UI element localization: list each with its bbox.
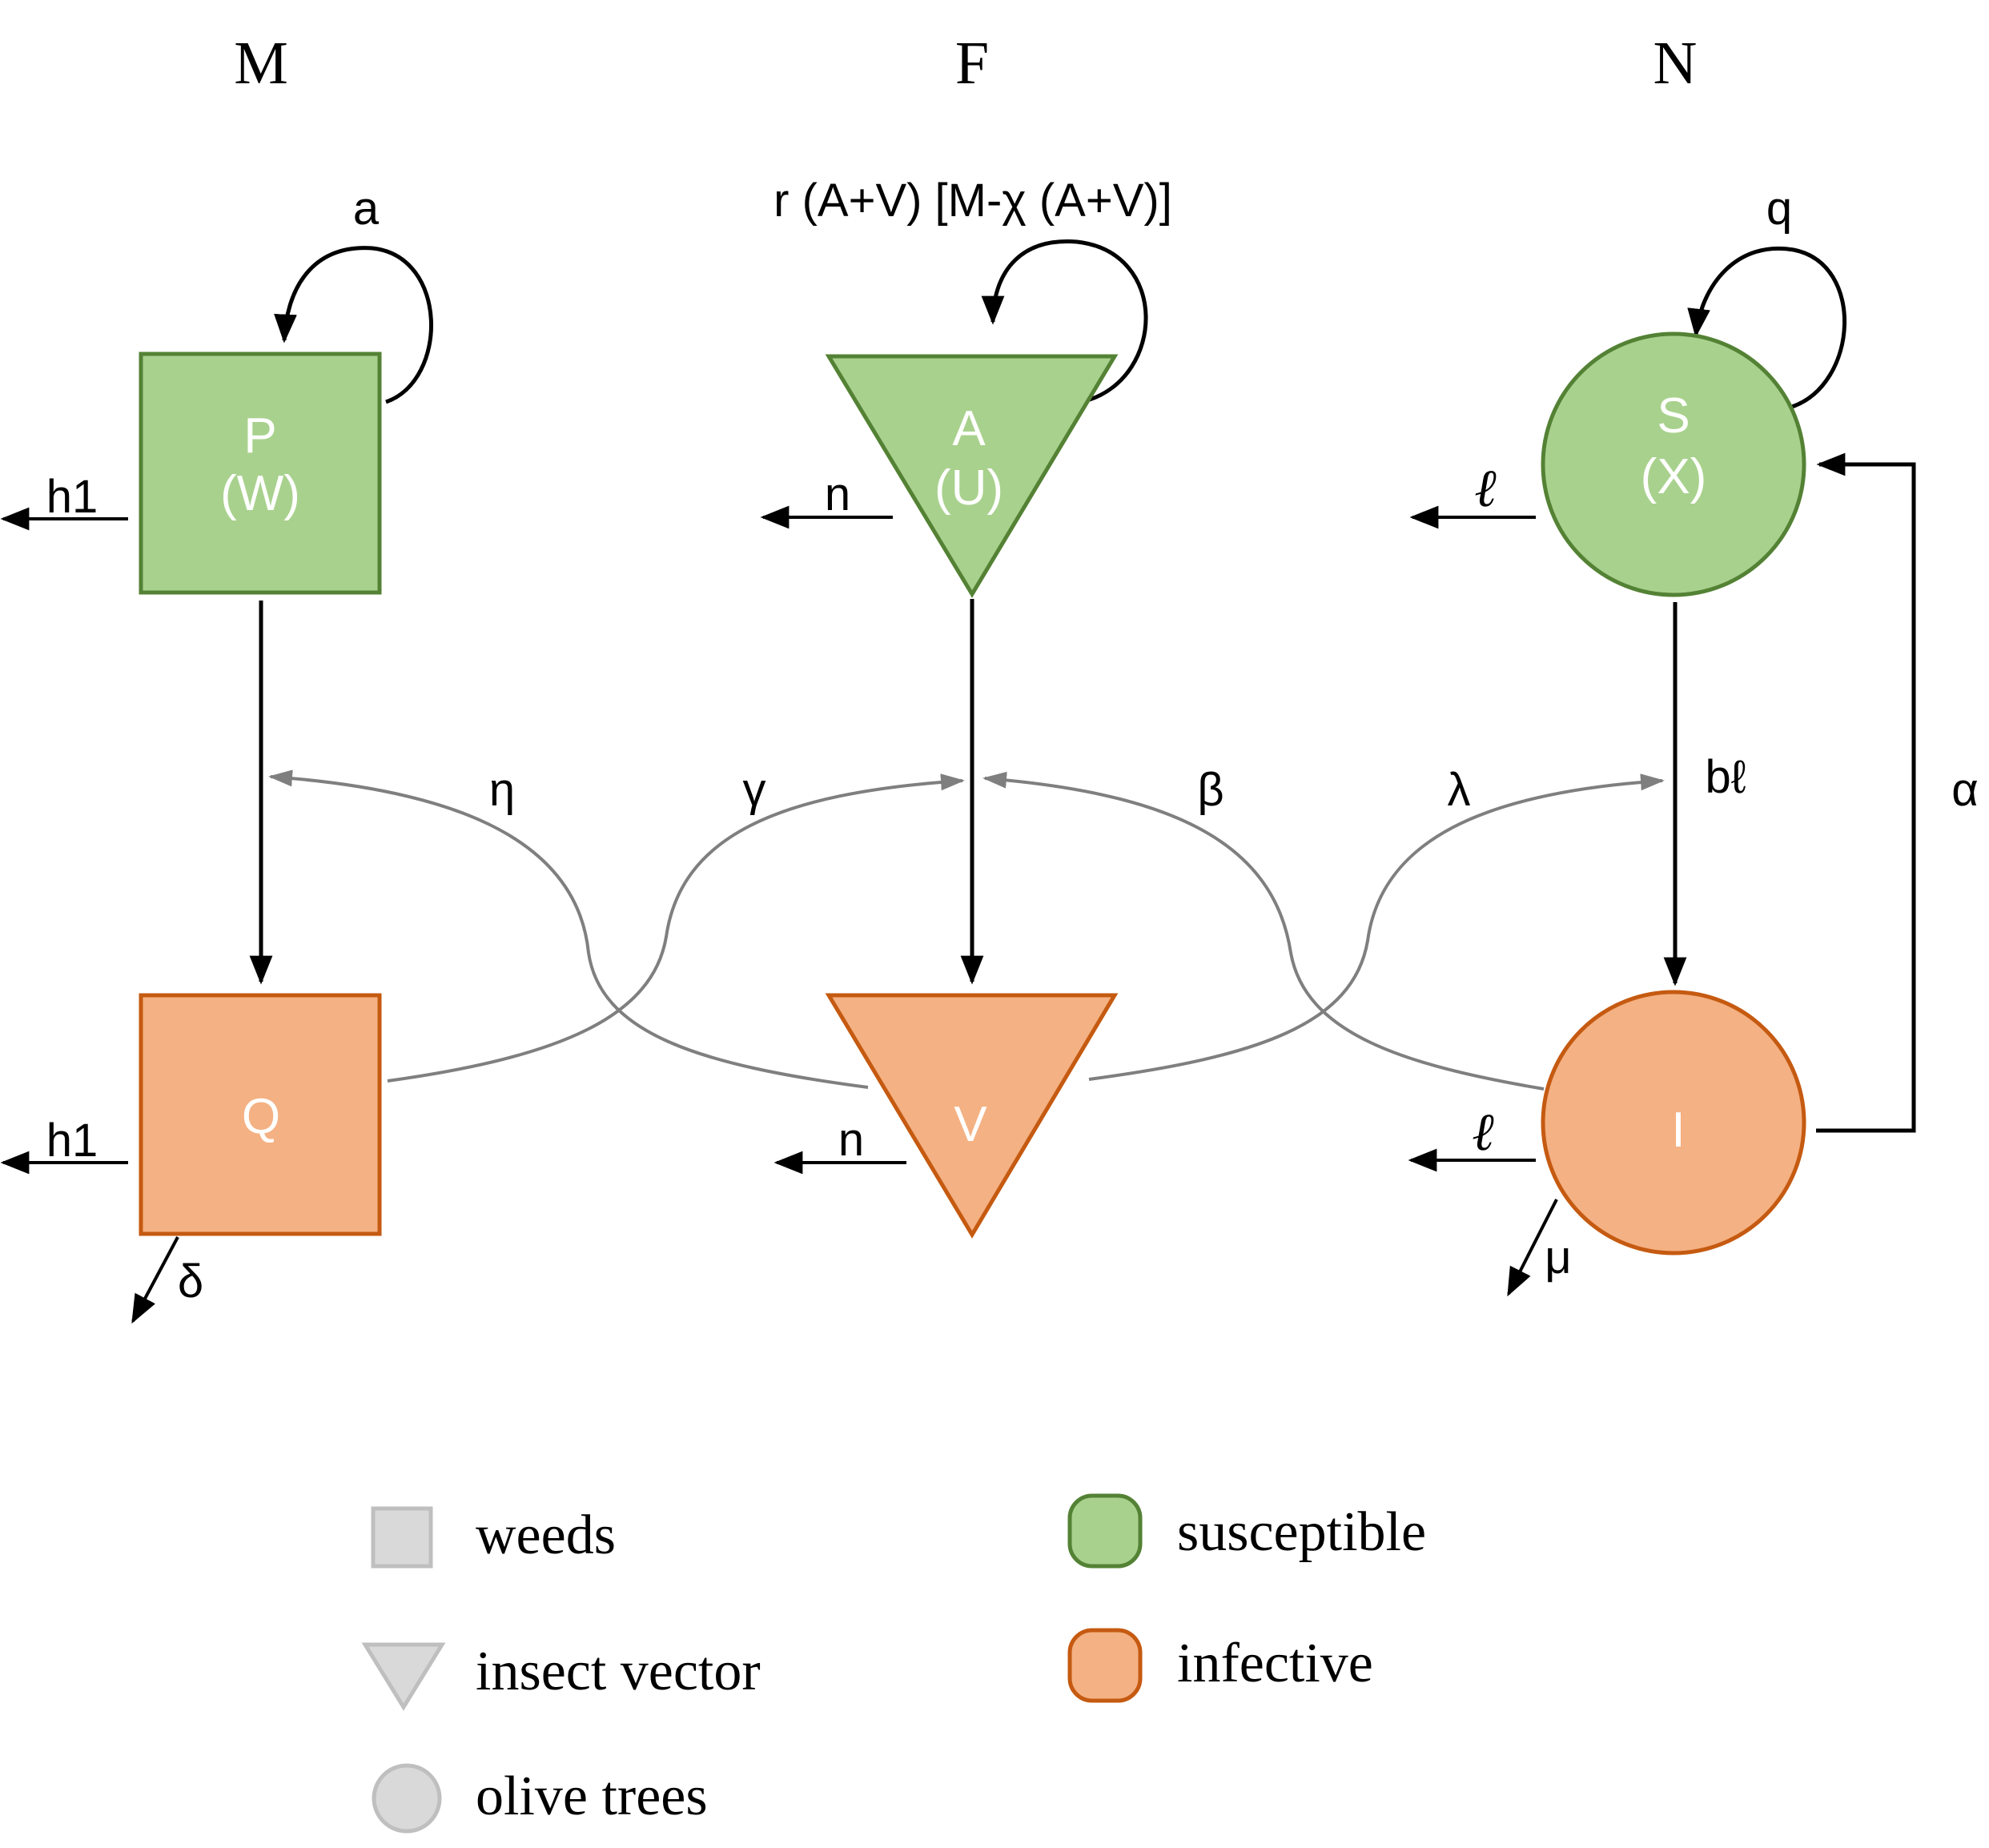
node-W-label: (W) bbox=[220, 466, 300, 521]
node-Q-label: Q bbox=[242, 1089, 280, 1144]
legend-green-swatch bbox=[1067, 1493, 1143, 1569]
transmission-arrow-eta bbox=[268, 769, 869, 1089]
loop-arrow-vector-growth bbox=[981, 239, 1148, 403]
node-I-label: I bbox=[1671, 1103, 1685, 1158]
rate-h1-bottom: h1 bbox=[46, 1115, 98, 1167]
node-U-label: (U) bbox=[934, 460, 1003, 516]
rate-lambda: λ bbox=[1448, 764, 1471, 816]
legend-label-olive-trees: olive trees bbox=[476, 1766, 708, 1827]
legend-label-infective: infective bbox=[1177, 1633, 1373, 1694]
node-P-susceptible-weeds bbox=[139, 352, 382, 595]
legend-square-icon bbox=[371, 1506, 433, 1569]
rate-n-bottom: n bbox=[838, 1114, 864, 1166]
rate-mu: μ bbox=[1545, 1231, 1571, 1284]
loop-arrow-q bbox=[1687, 246, 1847, 409]
rate-h1-top: h1 bbox=[46, 471, 98, 523]
outflow-arrow-delta bbox=[131, 1236, 179, 1324]
rate-alpha: α bbox=[1951, 764, 1979, 816]
node-X-label: (X) bbox=[1641, 449, 1707, 504]
rate-l-top: ℓ bbox=[1474, 460, 1497, 518]
rate-q: q bbox=[1766, 183, 1792, 235]
node-P-label: P bbox=[243, 408, 276, 464]
loop-arrow-a bbox=[274, 246, 434, 404]
column-header-vectors: F bbox=[955, 30, 989, 97]
legend-label-insect-vector: insect vector bbox=[476, 1641, 761, 1702]
rate-n-top: n bbox=[825, 468, 850, 520]
rate-a: a bbox=[353, 183, 380, 235]
rate-beta: β bbox=[1197, 764, 1224, 816]
legend-circle-icon bbox=[372, 1763, 442, 1834]
legend-triangle-icon bbox=[361, 1642, 446, 1711]
node-S-susceptible-trees bbox=[1541, 331, 1806, 597]
node-A-susceptible-vector bbox=[825, 354, 1119, 598]
node-V-infective-vector bbox=[825, 993, 1119, 1239]
transmission-arrow-lambda bbox=[1088, 773, 1665, 1081]
node-V-label: V bbox=[954, 1097, 987, 1152]
node-S-label: S bbox=[1657, 388, 1690, 444]
rate-l-bottom: ℓ bbox=[1472, 1103, 1494, 1162]
column-header-trees: N bbox=[1653, 30, 1698, 97]
node-I-infective-trees bbox=[1541, 990, 1806, 1255]
rate-gamma: γ bbox=[743, 764, 766, 816]
legend-label-weeds: weeds bbox=[476, 1505, 616, 1566]
transmission-arrow-gamma bbox=[387, 773, 965, 1083]
rate-eta: η bbox=[489, 764, 515, 816]
legend-orange-swatch bbox=[1067, 1628, 1143, 1703]
legend-label-susceptible: susceptible bbox=[1177, 1501, 1426, 1563]
outflow-arrow-mu bbox=[1507, 1199, 1558, 1297]
rate-vector-growth: r (A+V) [M-χ (A+V)] bbox=[774, 175, 1172, 227]
recovery-arrow-alpha bbox=[1816, 452, 1916, 1133]
node-A-label: A bbox=[952, 401, 986, 456]
column-header-weeds: M bbox=[234, 30, 288, 97]
transmission-arrow-beta bbox=[982, 771, 1545, 1091]
node-Q-infective-weeds bbox=[139, 993, 382, 1236]
rate-delta: δ bbox=[178, 1255, 203, 1308]
rate-b-l: bℓ bbox=[1705, 751, 1746, 803]
